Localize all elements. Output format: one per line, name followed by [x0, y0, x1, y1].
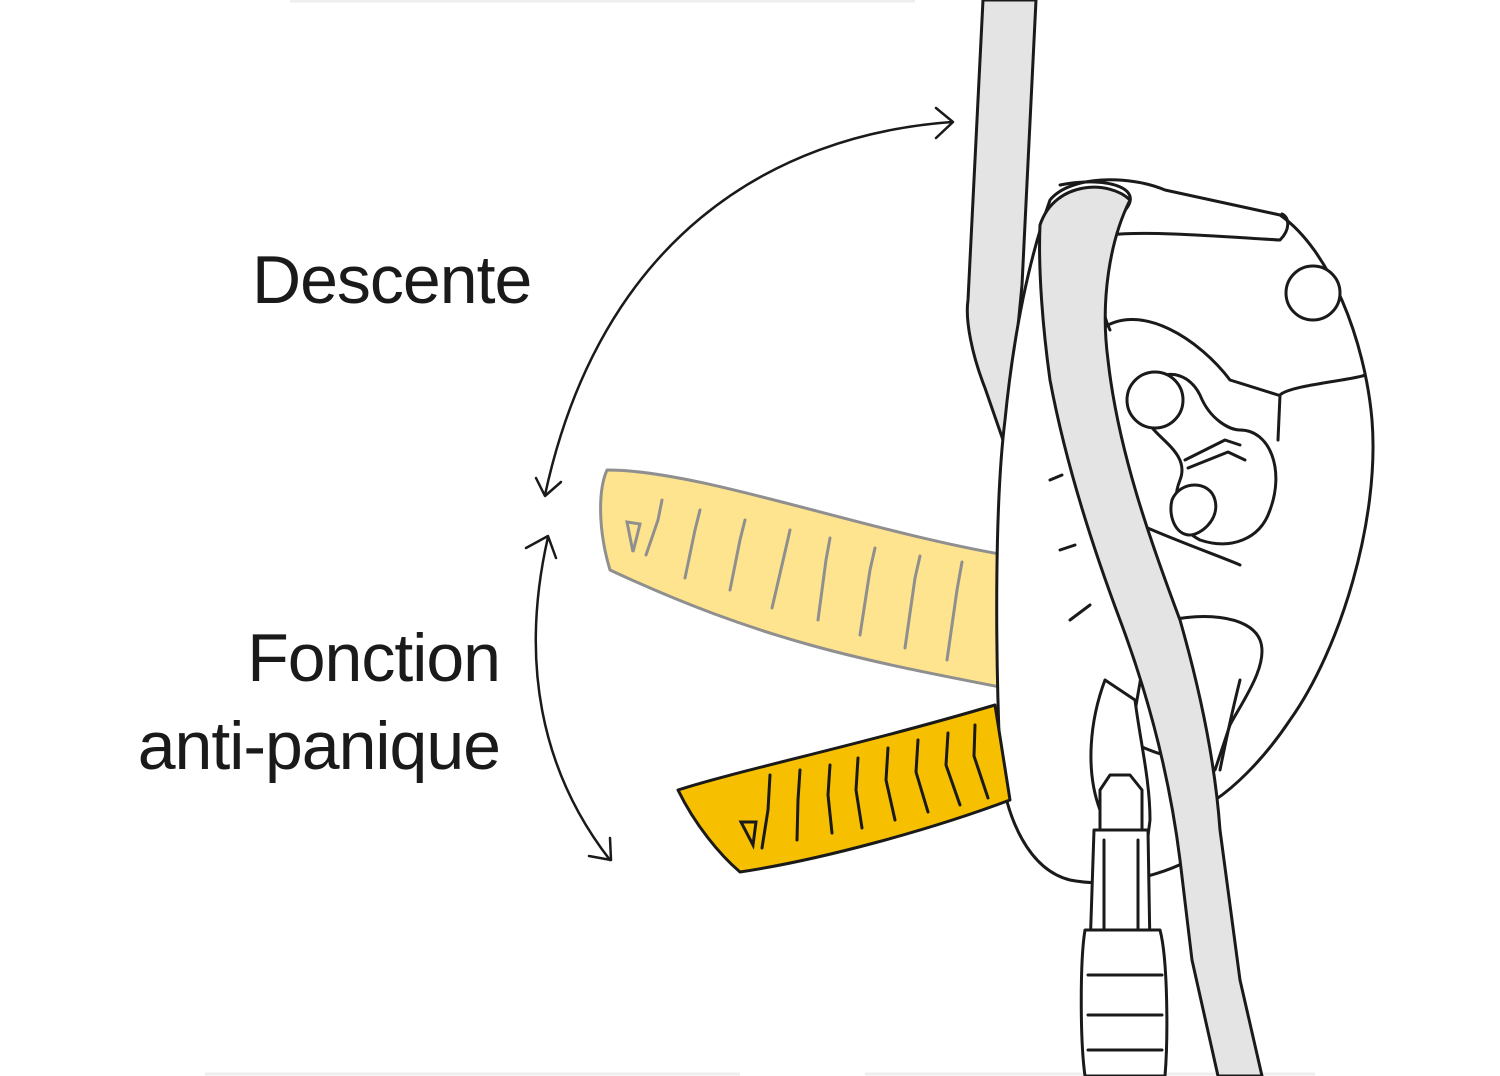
anti-panic-label-line1: Fonction [247, 620, 501, 696]
rope-through-device [1038, 185, 1264, 1076]
handle-ghost [599, 468, 1007, 690]
anti-panic-label: Fonction anti-panique [137, 614, 501, 790]
anti-panic-arrow-icon [524, 534, 613, 862]
carabiner [1079, 678, 1169, 1076]
descent-arrow-icon [534, 106, 955, 498]
descent-label: Descente [252, 242, 532, 318]
anti-panic-label-line2: anti-panique [137, 708, 501, 784]
handle-active [676, 703, 1012, 874]
